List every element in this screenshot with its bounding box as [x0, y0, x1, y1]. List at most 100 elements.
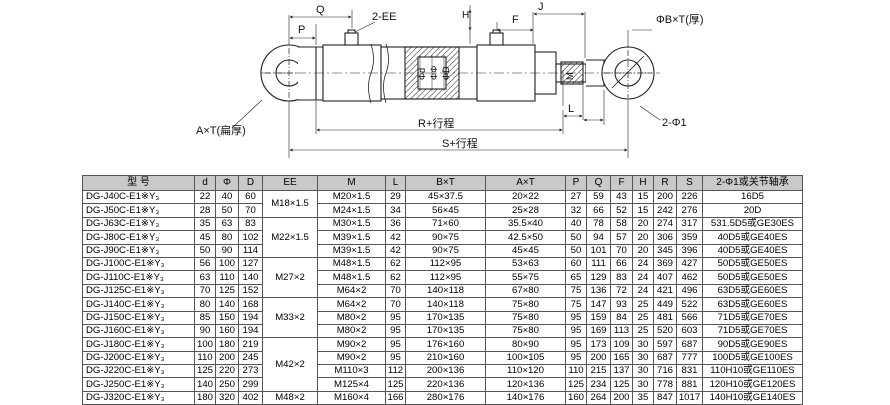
table-cell: 95	[565, 337, 587, 352]
table-cell: 75	[565, 297, 587, 312]
table-cell: 112×95	[405, 256, 486, 272]
table-cell: 42	[385, 230, 406, 245]
table-cell: 169	[586, 323, 611, 339]
table-cell: DG-J110C-E1※Y₃	[82, 270, 195, 285]
table-cell: 75×80	[485, 323, 566, 339]
table-cell: 43	[610, 189, 633, 205]
table-cell: 396	[676, 243, 703, 258]
table-cell: 20	[632, 216, 654, 232]
table-cell: 63	[194, 270, 216, 285]
table-cell: 566	[676, 310, 703, 325]
label-l: L	[568, 103, 574, 115]
table-cell: 40	[565, 216, 587, 232]
column-header: D	[238, 175, 263, 191]
table-cell: 215	[586, 364, 611, 379]
cell-ee: M42×2	[262, 337, 318, 392]
table-cell: 716	[653, 364, 677, 379]
table-cell: 30	[632, 350, 654, 366]
table-cell: 40	[215, 189, 239, 205]
table-cell: 194	[238, 310, 263, 325]
table-cell: 80	[194, 297, 216, 312]
label-q: Q	[316, 4, 325, 16]
table-cell: DG-J50C-E1※Y₃	[82, 203, 195, 218]
table-cell: M39×1.5	[317, 230, 386, 245]
table-cell: 531.5D5或GE30ES	[702, 216, 803, 232]
column-header: 2-Φ1或关节轴承	[702, 175, 803, 191]
table-cell: 58	[610, 216, 633, 232]
table-cell: 20D	[702, 203, 803, 218]
table-cell: 95	[385, 323, 406, 339]
table-cell: 71×60	[405, 216, 486, 232]
table-cell: 110×120	[485, 364, 566, 379]
table-cell: 32	[565, 203, 587, 218]
table-cell: DG-J140C-E1※Y₃	[82, 297, 195, 312]
table-cell: M90×2	[317, 350, 386, 366]
table-cell: 140	[194, 377, 216, 392]
table-cell: 140×118	[405, 283, 486, 299]
table-cell: DG-J90C-E1※Y₃	[82, 243, 195, 258]
table-cell: 93	[610, 297, 633, 312]
label-m: M	[565, 73, 575, 81]
table-cell: 71D5或GE70ES	[702, 323, 803, 339]
table-cell: M125×4	[317, 377, 386, 392]
column-header: H	[632, 175, 654, 191]
table-cell: 50D5或GE50ES	[702, 270, 803, 285]
table-cell: 95	[385, 350, 406, 366]
table-cell: 170×135	[405, 310, 486, 325]
table-cell: 687	[676, 337, 703, 352]
table-cell: 847	[653, 390, 677, 405]
table-cell: 90D5或GE90ES	[702, 337, 803, 352]
table-cell: 50	[194, 243, 216, 258]
table-cell: 50	[215, 203, 239, 218]
table-cell: 137	[610, 364, 633, 379]
table-cell: 53×63	[485, 256, 566, 272]
table-cell: 30	[632, 377, 654, 392]
table-cell: 40D5或GE40ES	[702, 230, 803, 245]
table-cell: 75×80	[485, 297, 566, 312]
label-phi-phi: ΦΦ	[429, 66, 439, 80]
table-cell: 778	[653, 377, 677, 392]
table-cell: 101	[586, 243, 611, 258]
table-cell: DG-J80C-E1※Y₃	[82, 230, 195, 245]
table-cell: 28	[194, 203, 216, 218]
table-cell: 210×160	[405, 350, 486, 366]
label-p: P	[298, 24, 305, 36]
table-cell: 276	[676, 203, 703, 218]
table-cell: 402	[238, 390, 263, 405]
table-cell: 200	[653, 189, 677, 205]
table-cell: 200×136	[405, 364, 486, 379]
table-cell: 42.5×50	[485, 230, 566, 245]
table-cell: 168	[238, 297, 263, 312]
table-cell: 127	[238, 256, 263, 272]
table-cell: 24	[632, 283, 654, 299]
table-cell: 125	[194, 364, 216, 379]
label-j: J	[538, 1, 544, 13]
table-cell: 250	[215, 377, 239, 392]
label-2ee: 2-EE	[372, 11, 396, 23]
column-header: L	[385, 175, 406, 191]
table-cell: 100D5或GE100ES	[702, 350, 803, 366]
table-cell: 120H10或GE120ES	[702, 377, 803, 392]
table-cell: 165	[610, 350, 633, 366]
table-cell: 85	[194, 310, 216, 325]
table-cell: 264	[586, 390, 611, 405]
label-2-phi1: 2-Φ1	[662, 117, 687, 129]
table-cell: 299	[238, 377, 263, 392]
table-cell: 60	[238, 189, 263, 205]
table-cell: 359	[676, 230, 703, 245]
table-cell: 306	[653, 230, 677, 245]
table-cell: 777	[676, 350, 703, 366]
table-cell: 78	[586, 216, 611, 232]
table-cell: DG-J320C-E1※Y₃	[82, 390, 195, 405]
table-cell: 109	[610, 337, 633, 352]
table-cell: 70	[194, 283, 216, 299]
table-cell: 35	[194, 216, 216, 232]
table-cell: 147	[586, 297, 611, 312]
table-cell: DG-J250C-E1※Y₃	[82, 377, 195, 392]
cell-ee: M18×1.5	[262, 190, 318, 218]
